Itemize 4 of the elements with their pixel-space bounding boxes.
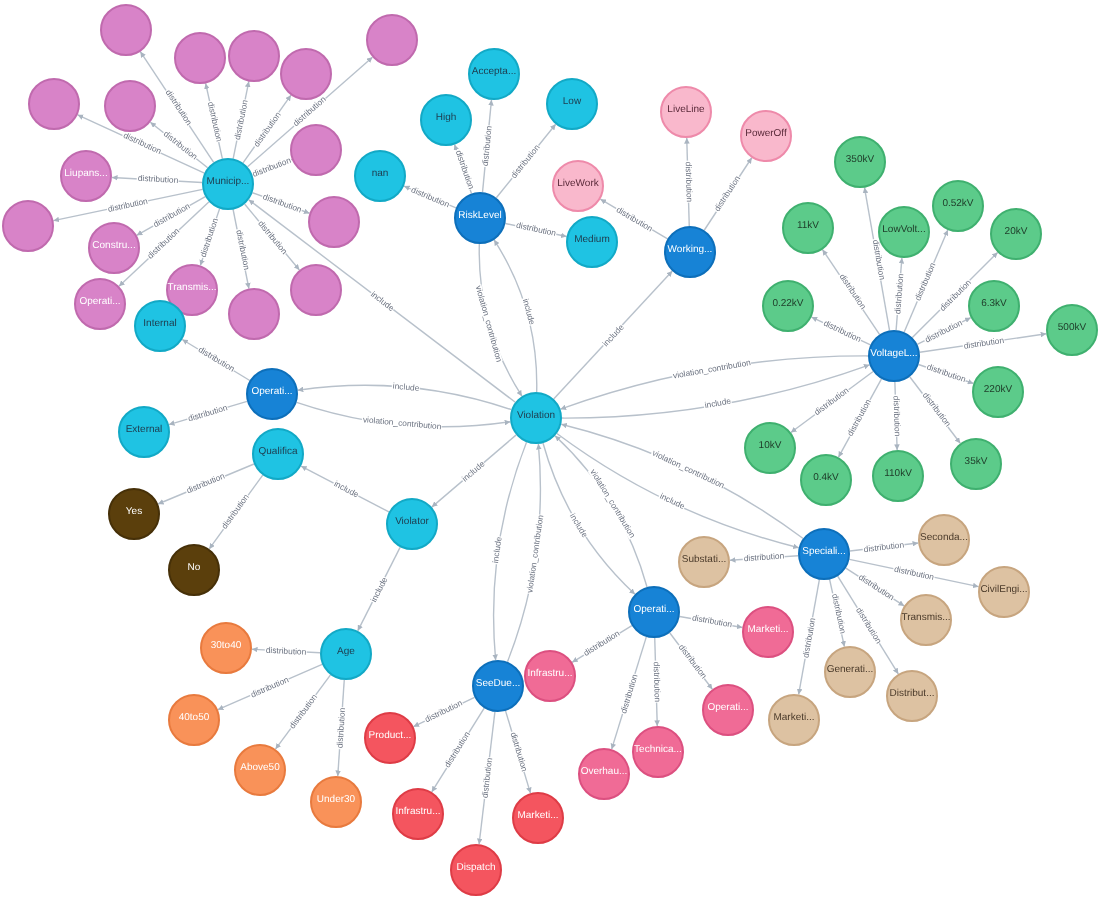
arrow <box>248 199 516 403</box>
arrow <box>542 442 636 595</box>
arrow <box>297 384 513 411</box>
arrow <box>561 364 871 419</box>
